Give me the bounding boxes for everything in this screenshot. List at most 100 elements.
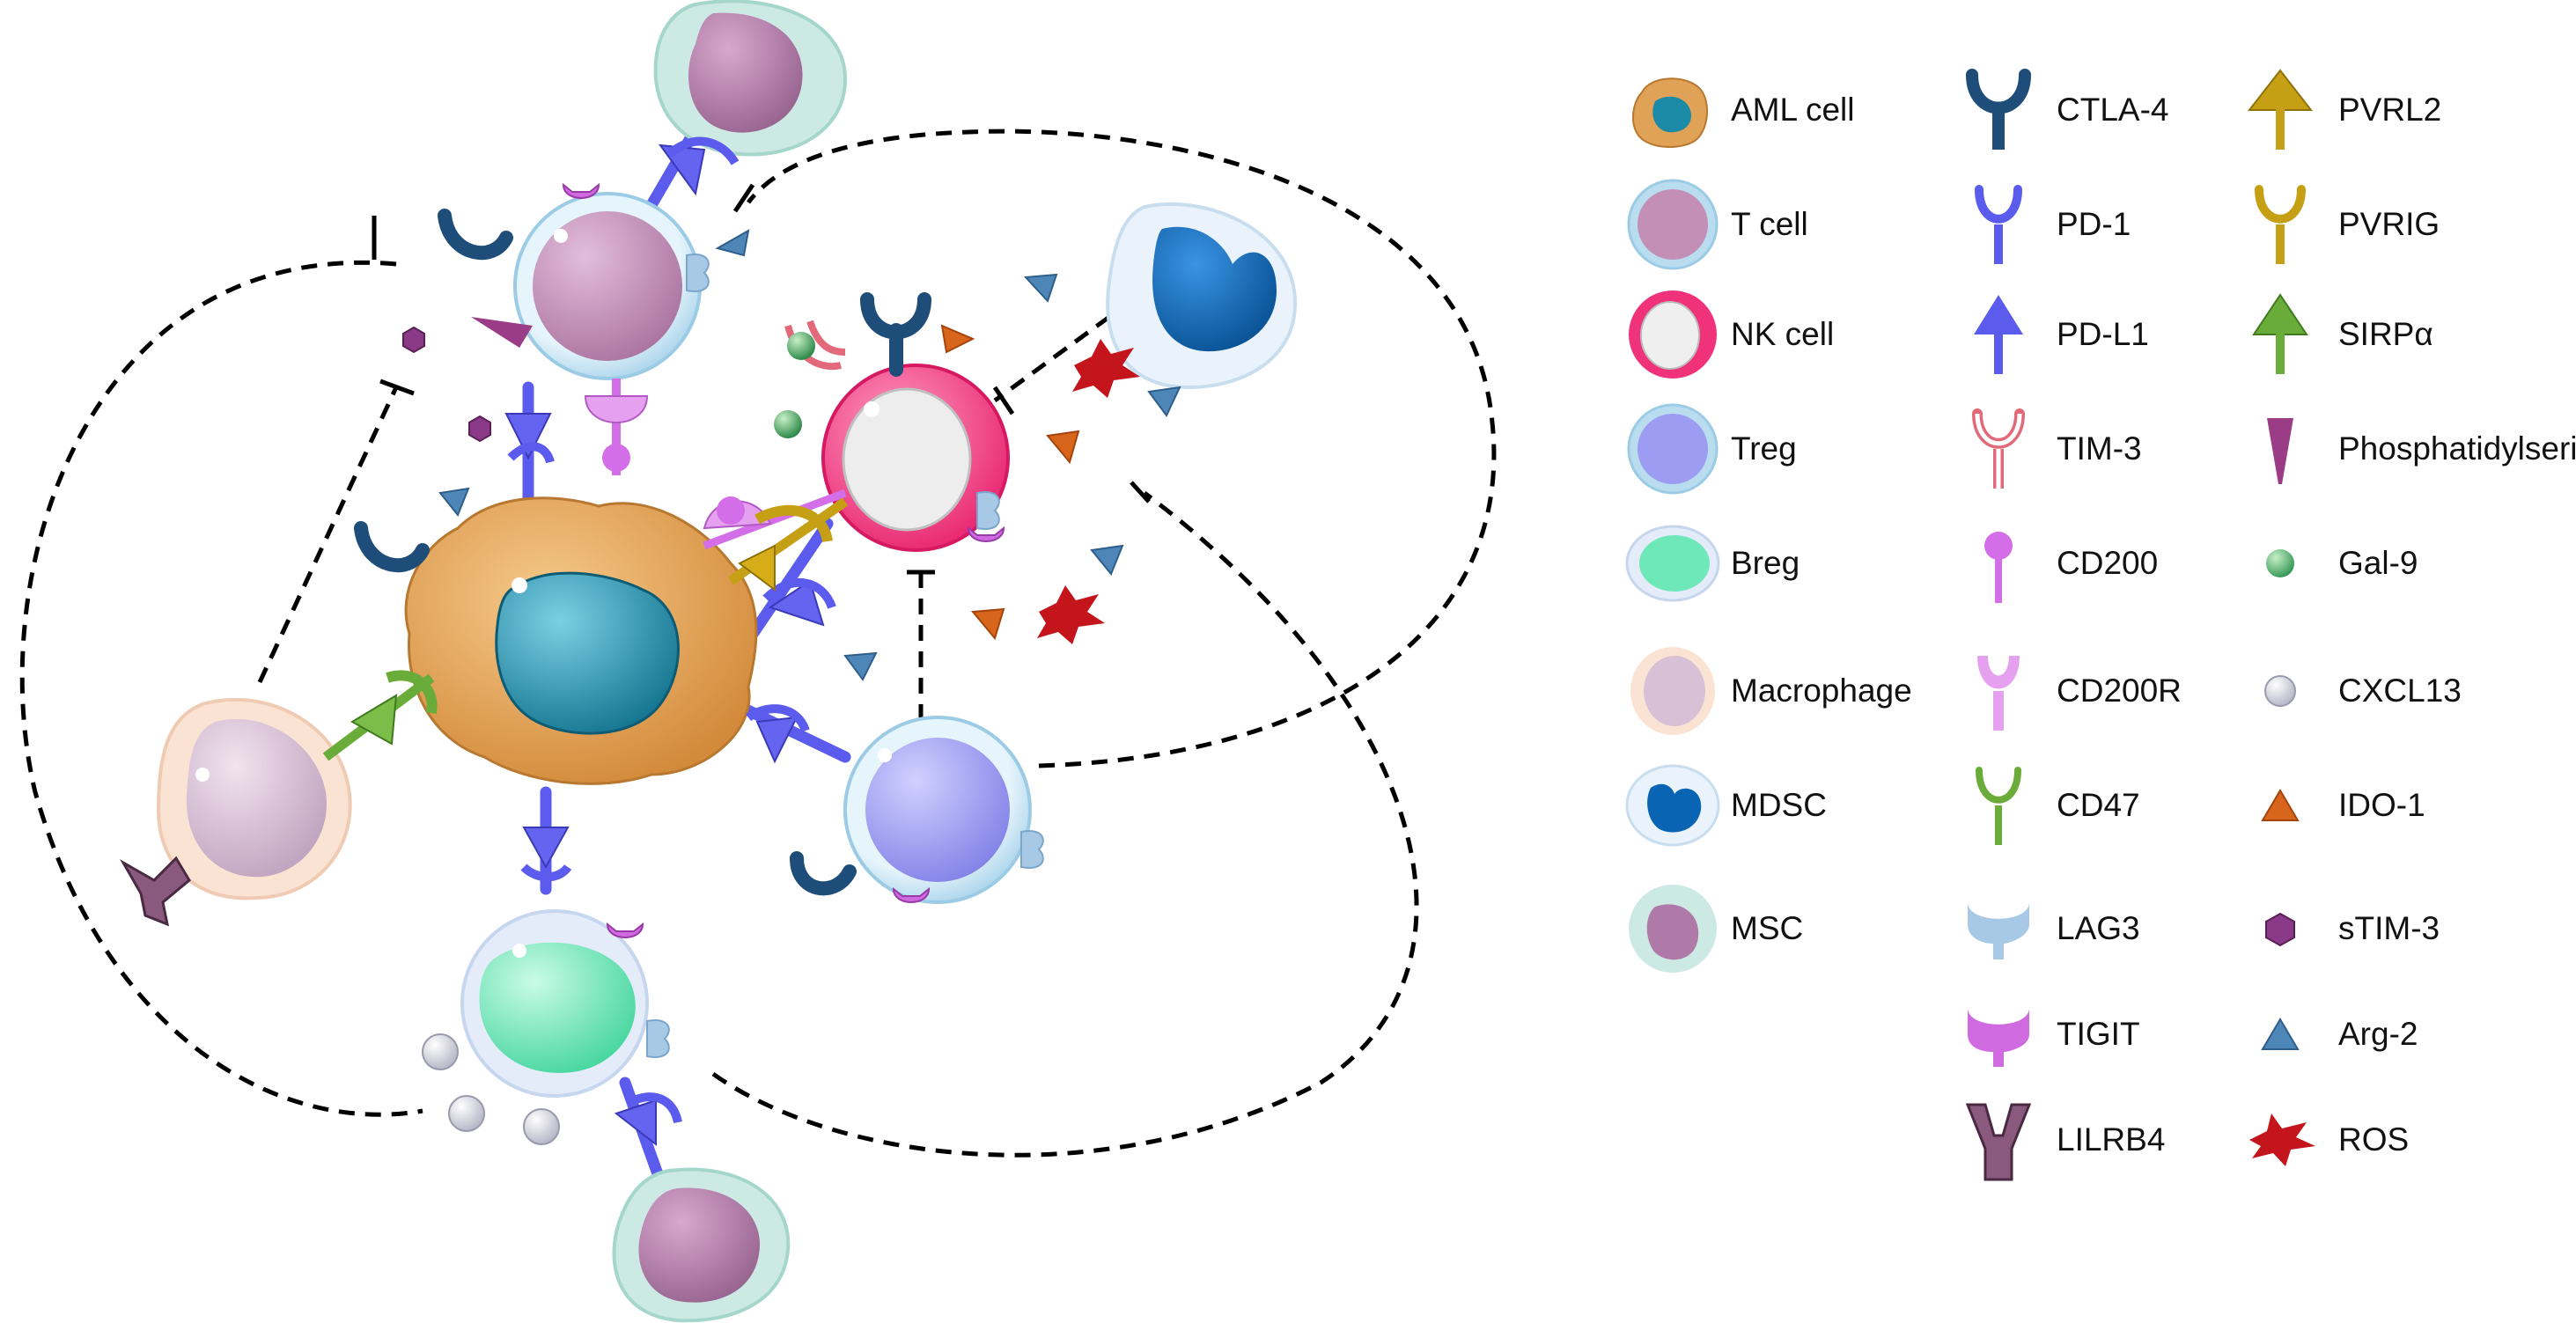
gal9-icon xyxy=(2266,549,2294,577)
legend-label: TIGIT xyxy=(2057,1016,2140,1052)
legend-item-ido1: IDO-1 xyxy=(2227,757,2425,854)
legend-label: LAG3 xyxy=(2057,910,2140,946)
dashed-loop-right xyxy=(747,129,1497,768)
cd200r-icon xyxy=(1977,656,2020,731)
tcell-top xyxy=(513,192,702,380)
cd47-sirpa-pair xyxy=(322,670,438,761)
legend-label: PVRL2 xyxy=(2338,92,2442,128)
legend-item-cd200: CD200 xyxy=(1946,515,2158,612)
legend-label: LILRB4 xyxy=(2057,1121,2166,1158)
pd1-icon xyxy=(1975,185,2022,264)
ctla4-icon xyxy=(1966,69,2031,150)
lilrb4-icon xyxy=(1965,1103,2032,1181)
legend-label: CD200R xyxy=(2057,673,2182,709)
legend-label: T cell xyxy=(1731,206,1808,242)
aml-icon xyxy=(1632,77,1709,148)
tigit-icon xyxy=(1968,1008,2029,1067)
legend-item-mdsc: MDSC xyxy=(1620,757,1827,854)
legend-item-pvrl2: PVRL2 xyxy=(2227,62,2441,158)
aml-cell-center xyxy=(404,496,758,785)
legend-item-ctla4: CTLA-4 xyxy=(1946,62,2168,158)
cd200-pairs xyxy=(584,379,847,550)
legend-label: CD47 xyxy=(2057,787,2140,823)
legend-label: sTIM-3 xyxy=(2338,910,2440,946)
breg-cell xyxy=(460,909,649,1098)
ros-icon xyxy=(2249,1114,2315,1166)
legend-item-arg2: Arg-2 xyxy=(2227,986,2418,1083)
phosphatidylserine xyxy=(471,317,533,348)
breg-icon xyxy=(1625,525,1720,602)
arg2-icon xyxy=(2261,1018,2300,1050)
legend-label: PVRIG xyxy=(2338,206,2440,242)
legend-label: Gal-9 xyxy=(2338,545,2418,581)
gal9-particles xyxy=(774,332,815,438)
pvrig-icon xyxy=(2255,185,2306,264)
legend-item-pd1: PD-1 xyxy=(1946,176,2131,273)
tcell-icon xyxy=(1627,179,1719,270)
legend-label: CXCL13 xyxy=(2338,673,2462,709)
inhibition-bars xyxy=(372,183,1151,575)
mdsc-icon xyxy=(1625,764,1720,847)
pvrl2-icon xyxy=(2247,69,2314,150)
legend-item-msc: MSC xyxy=(1620,880,1803,977)
legend-item-lag3: LAG3 xyxy=(1946,880,2140,977)
legend-item-nk: NK cell xyxy=(1620,286,1834,383)
treg-cell xyxy=(843,716,1032,904)
tim3-icon xyxy=(1972,408,2025,489)
legend-label: IDO-1 xyxy=(2338,787,2425,823)
nk-icon xyxy=(1629,290,1717,379)
legend-item-macrophage: Macrophage xyxy=(1620,643,1912,739)
mdsc-cell xyxy=(1106,202,1298,390)
legend-item-gal9: Gal-9 xyxy=(2227,515,2418,612)
cxcl13-icon xyxy=(2264,675,2296,707)
legend-item-cd200r: CD200R xyxy=(1946,643,2182,739)
nk-cell xyxy=(821,364,1010,552)
msc-bottom xyxy=(612,1167,791,1323)
legend-item-tim3: TIM-3 xyxy=(1946,401,2142,497)
ido1-particles xyxy=(940,324,1080,641)
legend-item-phosphatidylserine: Phosphatidylserine xyxy=(2227,401,2576,497)
legend-label: SIRPα xyxy=(2338,316,2433,352)
ros-bursts xyxy=(1037,339,1140,644)
lilrb4-receptor xyxy=(119,856,191,927)
sirpa-icon xyxy=(2252,293,2308,374)
msc-top xyxy=(653,0,848,157)
legend-label: CTLA-4 xyxy=(2057,92,2169,128)
legend-item-pdl1: PD-L1 xyxy=(1946,286,2149,383)
legend-item-ros: ROS xyxy=(2227,1091,2409,1188)
legend-item-tigit: TIGIT xyxy=(1946,986,2140,1083)
legend-item-cxcl13: CXCL13 xyxy=(2227,643,2462,739)
legend-label: ROS xyxy=(2338,1121,2410,1158)
legend-item-sirpa: SIRPα xyxy=(2227,286,2433,383)
phosphatidylserine-icon xyxy=(2267,418,2293,484)
macrophage-icon xyxy=(1630,647,1715,735)
legend-label: Phosphatidylserine xyxy=(2338,430,2576,467)
stim3-particles xyxy=(402,326,491,443)
dashed-mdsc-to-nk xyxy=(993,314,1111,403)
lag3-receptors xyxy=(646,254,1044,1058)
ctla4-receptors xyxy=(354,209,931,896)
aml-immune-interaction-diagram xyxy=(19,0,1497,1323)
legend-label: Treg xyxy=(1731,430,1797,467)
cxcl13-particles xyxy=(422,1033,560,1145)
dashed-macrophage-to-tcell xyxy=(19,260,423,1117)
macrophage-cell xyxy=(156,697,352,900)
pd1-pdl1-pairs xyxy=(504,136,836,1147)
legend-label: PD-L1 xyxy=(2057,316,2149,352)
legend-item-cd47: CD47 xyxy=(1946,757,2140,854)
stim3-icon xyxy=(2265,912,2295,947)
legend-item-breg: Breg xyxy=(1620,515,1800,612)
cd200-icon xyxy=(1984,532,2013,603)
lag3-icon xyxy=(1968,902,2029,959)
arg2-particles xyxy=(438,229,1181,681)
msc-icon xyxy=(1629,885,1717,973)
pdl1-icon xyxy=(1974,295,2023,374)
legend-label: MDSC xyxy=(1731,787,1827,823)
legend-label: TIM-3 xyxy=(2057,430,2142,467)
legend-item-tcell: T cell xyxy=(1620,176,1808,273)
legend-label: Macrophage xyxy=(1731,673,1912,709)
legend-label: PD-1 xyxy=(2057,206,2131,242)
pvrl2-pvrig-pair xyxy=(727,497,849,592)
legend-item-treg: Treg xyxy=(1620,401,1797,497)
